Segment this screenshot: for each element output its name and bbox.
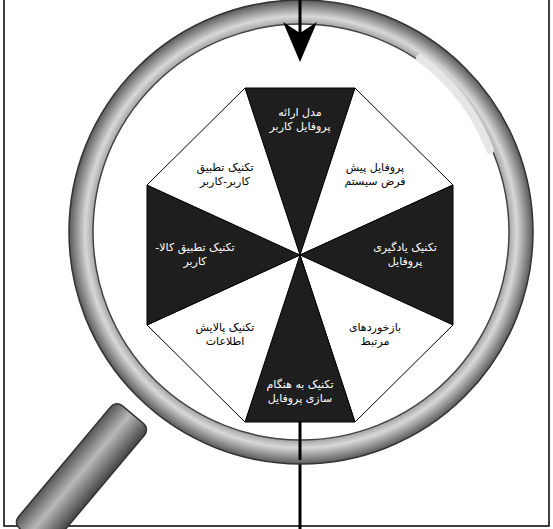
sector-label: مدل ارائه پروفایل کاربر [264,106,336,134]
lens-glass [93,24,509,440]
sector-segment: تکنیک تطبیق کاربر-کاربر [147,88,300,255]
sector-label: تکنیک به هنگام سازی پروفایل [262,378,338,406]
sector-label: تکنیک تطبیق کاربر-کاربر [189,161,261,189]
sector-label: پروفایل پیش فرض سیستم [340,161,410,189]
sector-label: تکنیک تطبیق کالا- کاربر [155,241,235,269]
sector-label: تکنیک پالایش اطلاعات [187,321,263,349]
handle [13,401,150,529]
lens-ring [69,0,533,464]
sector-label-box: تکنیک تطبیق کاربر-کاربر [189,161,261,189]
lens-highlight [420,58,490,150]
sector-label-box: پروفایل پیش فرض سیستم [340,161,410,189]
sector-label-box: تکنیک تطبیق کالا- کاربر [155,241,235,269]
sector-label-box: بازخوردهای مرتبط [340,321,410,349]
bottom-line [299,422,302,529]
sector-label-box: مدل ارائه پروفایل کاربر [264,106,336,134]
sector-label-box: تکنیک به هنگام سازی پروفایل [262,378,338,406]
top-arrowhead [283,22,317,62]
sector-label: بازخوردهای مرتبط [340,321,410,349]
bottom-line-inner [299,422,302,460]
sector-label-box: تکنیک یادگیری پروفایل [365,241,445,269]
sector-label-box: تکنیک پالایش اطلاعات [187,321,263,349]
sector-label: تکنیک یادگیری پروفایل [365,241,445,269]
